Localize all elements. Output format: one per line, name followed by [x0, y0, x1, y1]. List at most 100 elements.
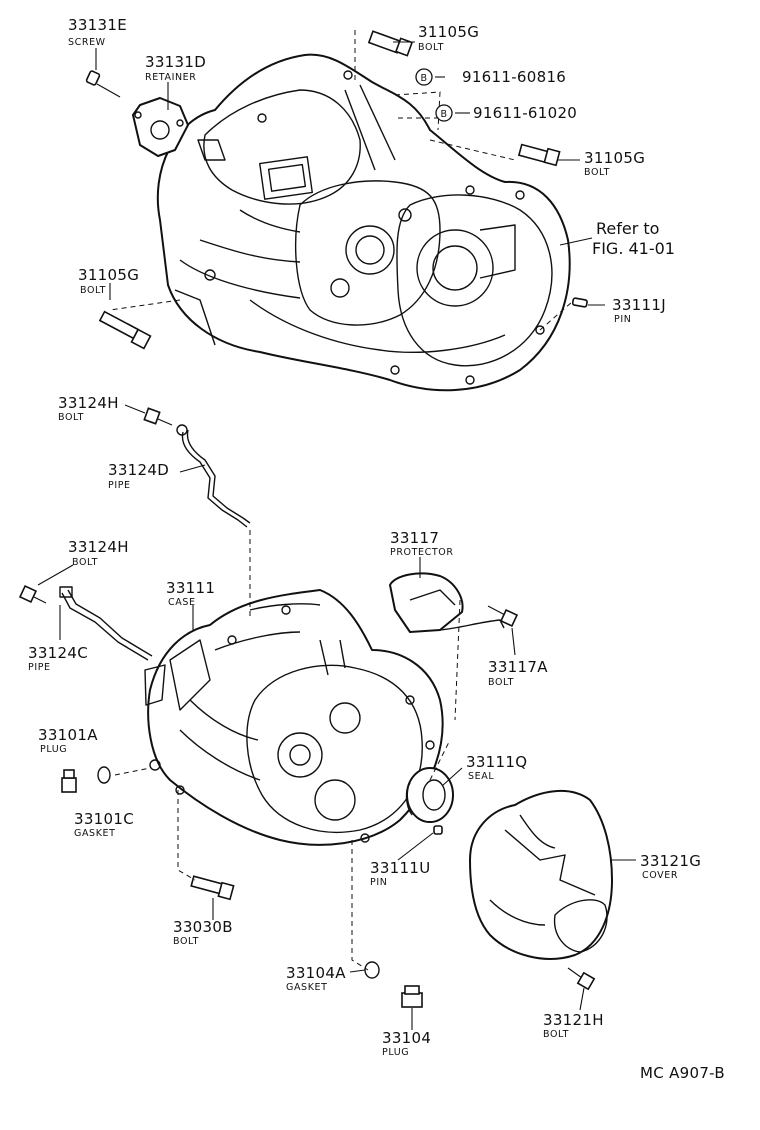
- callout-31105G-right: 31105G BOLT: [584, 149, 645, 178]
- part-description: BOLT: [58, 412, 84, 423]
- bolt-33124H-top-drawing: [143, 407, 173, 426]
- part-description: BOLT: [584, 167, 610, 178]
- callout-33104A: 33104A GASKET: [286, 964, 346, 993]
- part-number: 31105G: [78, 266, 139, 284]
- part-number: 91611-61020: [473, 104, 577, 122]
- callout-33124C: 33124C PIPE: [28, 644, 88, 673]
- part-description: BOLT: [173, 936, 199, 947]
- callout-33124H-top: 33124H BOLT: [58, 394, 119, 423]
- callout-33117A: 33117A BOLT: [488, 658, 548, 688]
- callout-33101A: 33101A PLUG: [38, 726, 98, 755]
- pin-33111J-drawing: [571, 297, 588, 308]
- callout-33121H: 33121H BOLT: [543, 1011, 604, 1040]
- part-description: PROTECTOR: [390, 547, 454, 558]
- part-number: 33121G: [640, 852, 701, 870]
- bolt-31105G-top-drawing: [367, 30, 414, 57]
- protector-drawing: [389, 572, 505, 633]
- part-number: 33104A: [286, 964, 346, 982]
- part-description: BOLT: [72, 557, 98, 568]
- callout-33111: 33111 CASE: [166, 579, 215, 608]
- part-number: 33111J: [612, 296, 666, 314]
- part-number: 31105G: [418, 23, 479, 41]
- part-description: CASE: [168, 597, 196, 608]
- part-number: 33117: [390, 529, 439, 547]
- part-description: BOLT: [80, 285, 106, 296]
- transaxle-case-drawing: [144, 589, 444, 846]
- part-description: PIN: [370, 877, 387, 888]
- bolt-33124H-mid-drawing: [18, 584, 47, 604]
- part-number: 33104: [382, 1029, 431, 1047]
- callout-33104: 33104 PLUG: [382, 1029, 431, 1058]
- part-number: 33124C: [28, 644, 88, 662]
- callout-33121G: 33121G COVER: [640, 852, 701, 881]
- part-description: BOLT: [418, 42, 444, 53]
- part-number: 33111U: [370, 859, 431, 877]
- part-description: RETAINER: [145, 72, 196, 83]
- part-number: 33101A: [38, 726, 98, 744]
- callout-33124D: 33124D PIPE: [108, 461, 169, 491]
- circled-marker-icon: [435, 104, 453, 122]
- part-number: 33124H: [68, 538, 129, 556]
- circled-marker-letter: B: [420, 73, 427, 84]
- cover-drawing: [469, 789, 613, 960]
- leader-lines: [37, 41, 636, 1030]
- part-description: COVER: [642, 870, 678, 881]
- callout-33111J: 33111J PIN: [612, 296, 666, 325]
- part-description: GASKET: [286, 982, 328, 993]
- reference-line-1: Refer to: [596, 219, 659, 238]
- part-number: 33131D: [145, 53, 206, 71]
- part-number: 33124H: [58, 394, 119, 412]
- part-description: PLUG: [382, 1047, 409, 1058]
- part-number: 31105G: [584, 149, 645, 167]
- part-number: 33131E: [68, 16, 127, 34]
- part-description: BOLT: [488, 677, 514, 688]
- part-description: SCREW: [68, 37, 106, 48]
- part-description: PLUG: [40, 744, 67, 755]
- dashed-lines: [109, 30, 573, 971]
- circled-marker-letter: B: [440, 109, 447, 120]
- bolt-31105G-right-drawing: [517, 143, 561, 167]
- pipe-33124D-drawing: [176, 424, 251, 528]
- callout-31105G-left: 31105G BOLT: [78, 266, 139, 296]
- part-number: 33117A: [488, 658, 548, 676]
- part-description: GASKET: [74, 828, 116, 839]
- part-number: 33101C: [74, 810, 134, 828]
- callout-91611-61020: B 91611-61020: [435, 104, 577, 122]
- part-description: PIPE: [28, 662, 51, 673]
- bolt-33030B-drawing: [190, 875, 235, 901]
- part-number: 33121H: [543, 1011, 604, 1029]
- callout-33030B: 33030B BOLT: [173, 918, 233, 947]
- part-description: PIN: [614, 314, 631, 325]
- reference-note: Refer to FIG. 41-01: [592, 219, 675, 258]
- part-number: 33111: [166, 579, 215, 597]
- bolt-31105G-left-drawing: [98, 310, 152, 350]
- callout-33101C: 33101C GASKET: [74, 810, 134, 839]
- callout-33111U: 33111U PIN: [370, 859, 431, 888]
- bolt-33121H-drawing: [567, 967, 596, 991]
- part-number: 33111Q: [466, 753, 527, 771]
- callout-91611-60816: B 91611-60816: [415, 68, 566, 86]
- reference-line-2: FIG. 41-01: [592, 239, 675, 258]
- callout-33111Q: 33111Q SEAL: [466, 753, 527, 782]
- circled-marker-icon: [415, 68, 433, 86]
- bolt-33117A-drawing: [487, 605, 519, 628]
- part-number: 91611-60816: [462, 68, 566, 86]
- part-description: PIPE: [108, 480, 131, 491]
- callout-33117: 33117 PROTECTOR: [390, 529, 454, 558]
- gasket-33101C-drawing: [97, 766, 111, 784]
- screw-33131E-drawing: [85, 70, 121, 98]
- pipe-33124C-drawing: [59, 586, 153, 661]
- seal-drawing: [405, 767, 454, 823]
- transaxle-housing-drawing: [156, 53, 571, 392]
- part-number: 33030B: [173, 918, 233, 936]
- callout-33131D: 33131D RETAINER: [145, 53, 206, 83]
- callout-33124H-mid: 33124H BOLT: [68, 538, 129, 568]
- callout-31105G-top: 31105G BOLT: [418, 23, 479, 53]
- plug-33101A-drawing: [61, 769, 77, 793]
- part-number: 33124D: [108, 461, 169, 479]
- plug-33104-drawing: [401, 985, 423, 1008]
- callout-33131E: 33131E SCREW: [68, 16, 127, 48]
- retainer-33131D-drawing: [132, 97, 189, 157]
- pin-33111U-drawing: [433, 825, 443, 835]
